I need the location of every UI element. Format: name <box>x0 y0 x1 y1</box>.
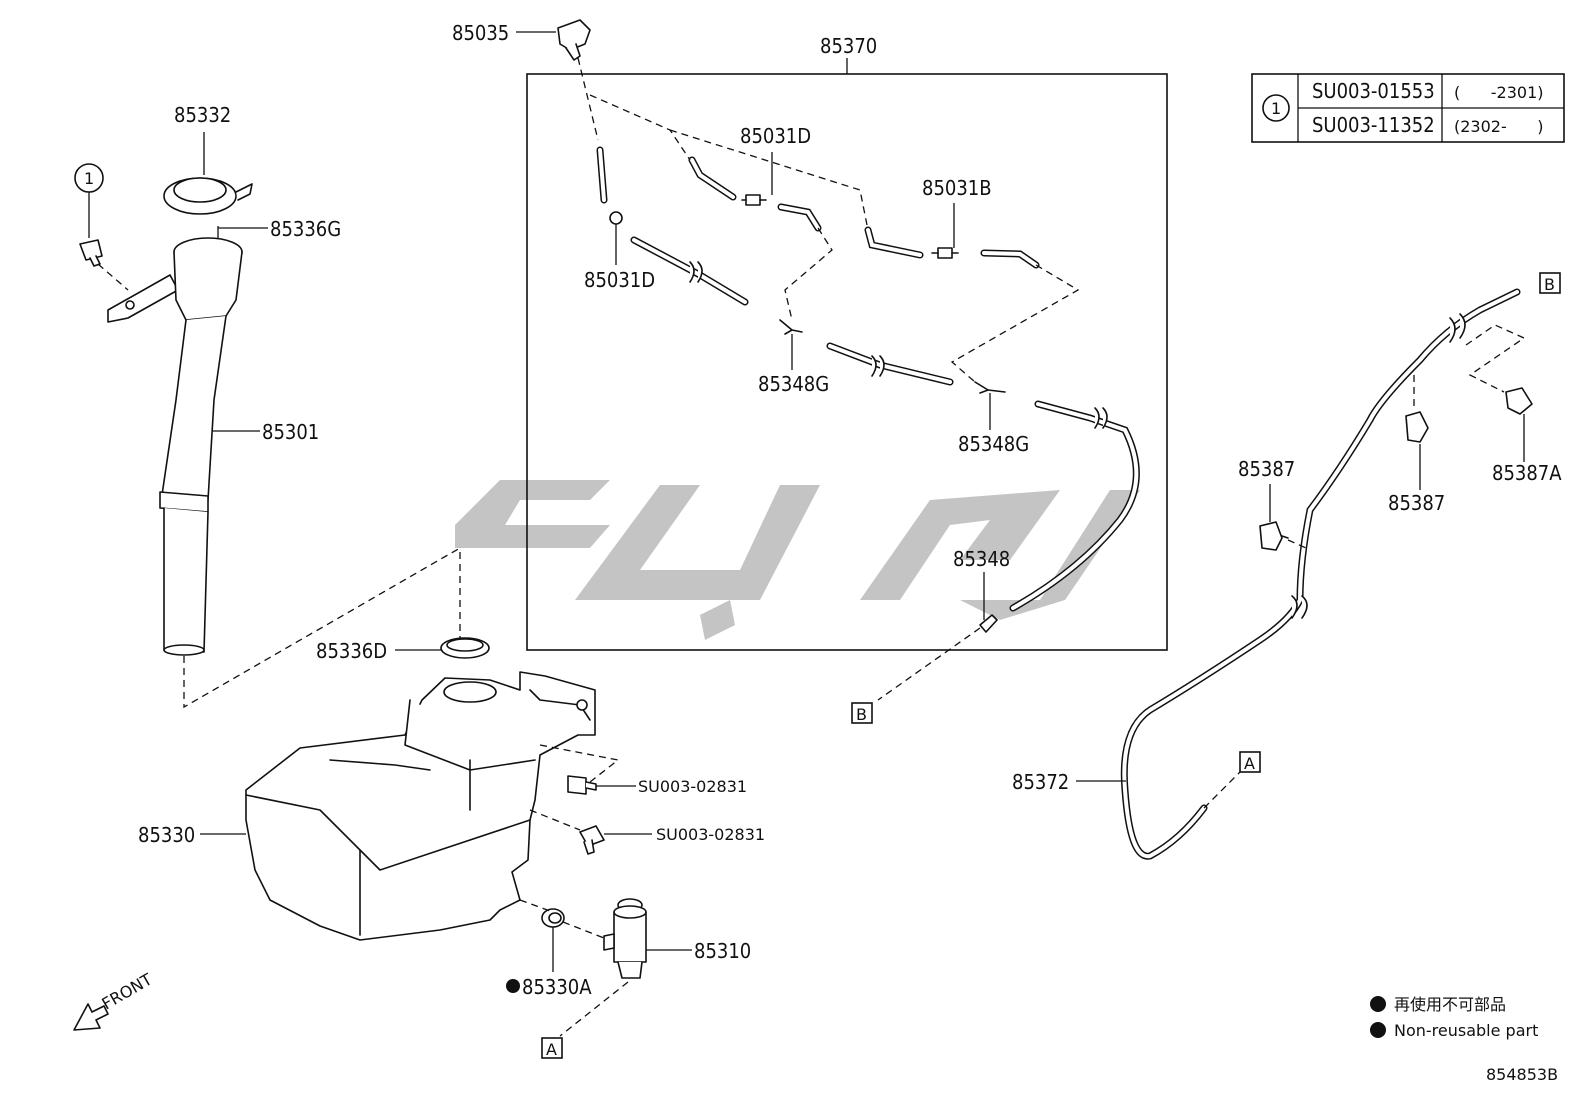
filler-neck-85301 <box>107 237 243 656</box>
label-su-bolt-1: SU003-02831 <box>638 777 747 796</box>
cap-85332 <box>163 177 253 215</box>
label-85330A: 85330A <box>522 975 592 999</box>
label-85310: 85310 <box>694 939 751 963</box>
legend-en: Non-reusable part <box>1394 1021 1538 1040</box>
label-85031D-left: 85031D <box>584 268 655 292</box>
hoses-group <box>596 146 1140 633</box>
nozzle-85035 <box>557 19 591 61</box>
grommet-85336D <box>440 637 490 659</box>
non-reusable-dot <box>506 979 520 993</box>
label-85348G-b: 85348G <box>958 432 1029 456</box>
revision-table <box>1251 73 1565 143</box>
table-row-1-range: ( -2301) <box>1454 83 1544 102</box>
legend-dot-1 <box>1370 996 1386 1012</box>
label-85370: 85370 <box>820 34 877 58</box>
table-row-2-range: (2302- ) <box>1454 117 1544 136</box>
label-85387-left: 85387 <box>1238 457 1295 481</box>
front-label: FRONT <box>99 970 156 1014</box>
watermark-logo <box>455 480 1140 640</box>
pump-85310 <box>603 898 647 979</box>
clip-part <box>79 239 103 267</box>
label-85301: 85301 <box>262 420 319 444</box>
bolt-su003-02831-2 <box>579 825 605 855</box>
washer-tank-85330 <box>245 671 596 941</box>
label-85330: 85330 <box>138 823 195 847</box>
label-85387A: 85387A <box>1492 461 1562 485</box>
bolt-su003-02831-1 <box>567 775 597 795</box>
hose-85372 <box>1120 288 1521 860</box>
clip-85387A <box>1505 387 1533 415</box>
legend-dot-2 <box>1370 1022 1386 1038</box>
label-85336G: 85336G <box>270 217 341 241</box>
legend-jp: 再使用不可部品 <box>1394 995 1506 1014</box>
callout-1: 1 <box>84 169 94 188</box>
label-85372: 85372 <box>1012 770 1069 794</box>
table-callout: 1 <box>1271 99 1281 118</box>
label-85348G-a: 85348G <box>758 372 829 396</box>
table-row-1-part: SU003-01553 <box>1312 79 1435 103</box>
label-85035: 85035 <box>452 21 509 45</box>
label-85332: 85332 <box>174 103 231 127</box>
label-su-bolt-2: SU003-02831 <box>656 825 765 844</box>
ref-B-middle: B <box>856 705 867 724</box>
seal-85330A <box>541 908 565 928</box>
ref-A-bottom: A <box>546 1040 557 1059</box>
label-85348: 85348 <box>953 547 1010 571</box>
ref-A-right: A <box>1244 754 1255 773</box>
ref-B-right: B <box>1544 275 1555 294</box>
label-85031D-top: 85031D <box>740 124 811 148</box>
clip-85387-left <box>1259 521 1289 551</box>
label-85387-right: 85387 <box>1388 491 1445 515</box>
clip-85387-right <box>1405 411 1429 443</box>
label-85031B: 85031B <box>922 176 992 200</box>
label-85336D: 85336D <box>316 639 387 663</box>
diagram-code: 854853B <box>1486 1065 1558 1084</box>
front-arrow-icon <box>73 1003 109 1031</box>
table-row-2-part: SU003-11352 <box>1312 113 1435 137</box>
